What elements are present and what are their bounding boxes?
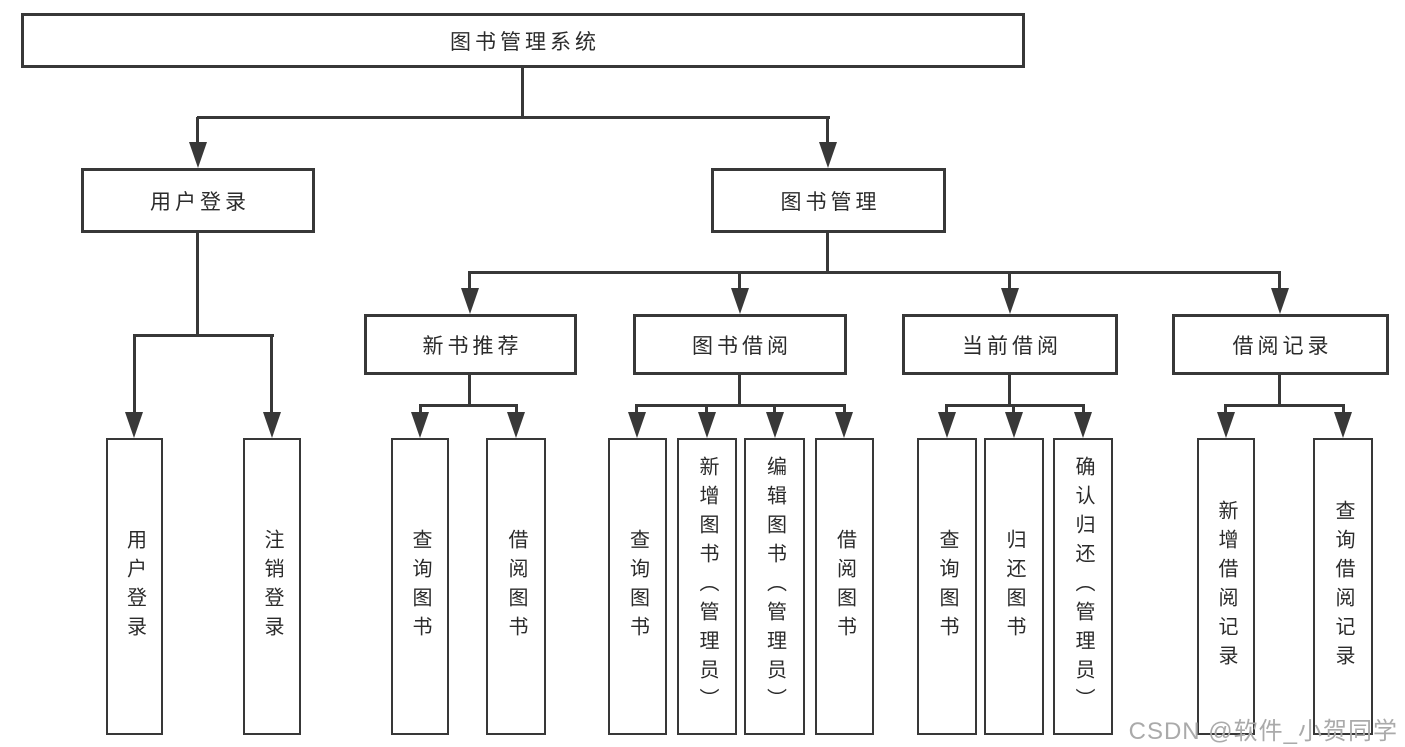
arrow-to-new-book	[461, 288, 479, 314]
connector-stem-leaf-logout	[270, 335, 273, 413]
node-leaf-bb-edit-books-label: 编辑图书（管理员）	[763, 456, 786, 717]
connector-stem-current-borrow	[1008, 272, 1011, 289]
connector-stem-bb-borrow	[843, 405, 846, 413]
arrow-to-bb-borrow	[835, 412, 853, 438]
arrow-to-cb-query	[938, 412, 956, 438]
connector-current-borrow-trunk	[1008, 375, 1011, 405]
arrow-to-br-add	[1217, 412, 1235, 438]
arrow-to-current-borrow	[1001, 288, 1019, 314]
node-leaf-bb-add-books: 新增图书（管理员）	[677, 438, 737, 735]
node-leaf-cb-return-books-label: 归还图书	[1003, 528, 1025, 645]
node-new-book-rec-label: 新书推荐	[422, 334, 523, 358]
connector-user-login-branch	[133, 334, 274, 337]
node-leaf-cb-confirm-return: 确认归还（管理员）	[1053, 438, 1113, 735]
connector-new-book-trunk	[468, 375, 471, 405]
node-book-borrow-label: 图书借阅	[692, 334, 792, 358]
connector-root-trunk	[521, 68, 524, 117]
connector-book-borrow-trunk	[738, 375, 741, 405]
arrow-to-borrow-records	[1271, 288, 1289, 314]
arrow-to-nbr-borrow	[507, 412, 525, 438]
arrow-to-user-login	[189, 142, 207, 168]
connector-stem-bb-query	[635, 405, 638, 413]
node-leaf-bb-borrow-books: 借阅图书	[815, 438, 874, 735]
connector-stem-cb-query	[945, 405, 948, 413]
arrow-to-bb-edit	[766, 412, 784, 438]
node-leaf-bb-borrow-books-label: 借阅图书	[833, 528, 856, 645]
node-leaf-user-login-label: 用户登录	[123, 528, 146, 645]
node-user-login-group-label: 用户登录	[150, 190, 250, 214]
node-leaf-nbr-query-books: 查询图书	[391, 438, 449, 735]
csdn-watermark: CSDN @软件_小贺同学	[1128, 718, 1398, 745]
connector-stem-nbr-query	[419, 405, 422, 413]
node-leaf-nbr-borrow-books: 借阅图书	[486, 438, 546, 735]
connector-stem-nbr-borrow	[515, 405, 518, 413]
node-leaf-cb-confirm-return-label: 确认归还（管理员）	[1072, 456, 1094, 717]
connector-book-borrow-branch	[635, 404, 846, 407]
node-leaf-bb-query-books: 查询图书	[608, 438, 667, 735]
node-user-login-group: 用户登录	[81, 168, 315, 233]
connector-borrow-records-trunk	[1278, 375, 1281, 405]
connector-stem-user-login	[196, 117, 199, 143]
arrow-to-leaf-login	[125, 412, 143, 438]
node-leaf-user-login: 用户登录	[106, 438, 163, 735]
connector-book-mgmt-trunk	[826, 233, 829, 272]
connector-stem-new-book	[468, 272, 471, 289]
node-borrow-records-label: 借阅记录	[1232, 334, 1333, 358]
node-borrow-records: 借阅记录	[1172, 314, 1389, 375]
connector-stem-borrow-records	[1278, 272, 1281, 289]
node-leaf-nbr-borrow-books-label: 借阅图书	[505, 528, 527, 645]
node-leaf-bb-query-books-label: 查询图书	[626, 528, 649, 645]
node-book-mgmt-group: 图书管理	[711, 168, 946, 233]
node-new-book-rec: 新书推荐	[364, 314, 577, 375]
node-root-label: 图书管理系统	[450, 30, 600, 54]
connector-current-borrow-branch	[945, 404, 1085, 407]
node-leaf-br-add-record: 新增借阅记录	[1197, 438, 1255, 735]
connector-stem-cb-confirm	[1082, 405, 1085, 413]
node-leaf-logout: 注销登录	[243, 438, 301, 735]
node-leaf-br-query-record-label: 查询借阅记录	[1332, 499, 1354, 674]
arrow-to-cb-return	[1005, 412, 1023, 438]
connector-stem-cb-return	[1012, 405, 1015, 413]
connector-stem-bb-edit	[773, 405, 776, 413]
connector-new-book-branch	[419, 404, 518, 407]
connector-user-login-trunk	[196, 233, 199, 335]
connector-level1-branch	[197, 116, 830, 119]
node-leaf-br-add-record-label: 新增借阅记录	[1215, 499, 1237, 674]
node-leaf-cb-query-books: 查询图书	[917, 438, 977, 735]
node-leaf-br-query-record: 查询借阅记录	[1313, 438, 1373, 735]
connector-borrow-records-branch	[1224, 404, 1345, 407]
arrow-to-bb-query	[628, 412, 646, 438]
connector-stem-br-query	[1342, 405, 1345, 413]
connector-stem-br-add	[1224, 405, 1227, 413]
node-current-borrow-label: 当前借阅	[962, 334, 1062, 358]
node-current-borrow: 当前借阅	[902, 314, 1118, 375]
node-leaf-logout-label: 注销登录	[261, 528, 283, 645]
arrow-to-book-borrow	[731, 288, 749, 314]
node-leaf-bb-edit-books: 编辑图书（管理员）	[744, 438, 805, 735]
arrow-to-br-query	[1334, 412, 1352, 438]
node-leaf-cb-query-books-label: 查询图书	[936, 528, 958, 645]
node-leaf-nbr-query-books-label: 查询图书	[409, 528, 431, 645]
connector-stem-book-mgmt	[826, 117, 829, 143]
connector-stem-book-borrow	[738, 272, 741, 289]
node-book-borrow: 图书借阅	[633, 314, 847, 375]
arrow-to-cb-confirm	[1074, 412, 1092, 438]
node-leaf-bb-add-books-label: 新增图书（管理员）	[696, 456, 718, 717]
arrow-to-nbr-query	[411, 412, 429, 438]
arrow-to-book-mgmt	[819, 142, 837, 168]
arrow-to-leaf-logout	[263, 412, 281, 438]
arrow-to-bb-add	[698, 412, 716, 438]
node-root-system: 图书管理系统	[21, 13, 1025, 68]
connector-stem-leaf-login	[133, 335, 136, 413]
node-leaf-cb-return-books: 归还图书	[984, 438, 1044, 735]
connector-level2-branch	[468, 271, 1281, 274]
connector-stem-bb-add	[705, 405, 708, 413]
node-book-mgmt-group-label: 图书管理	[780, 190, 881, 214]
